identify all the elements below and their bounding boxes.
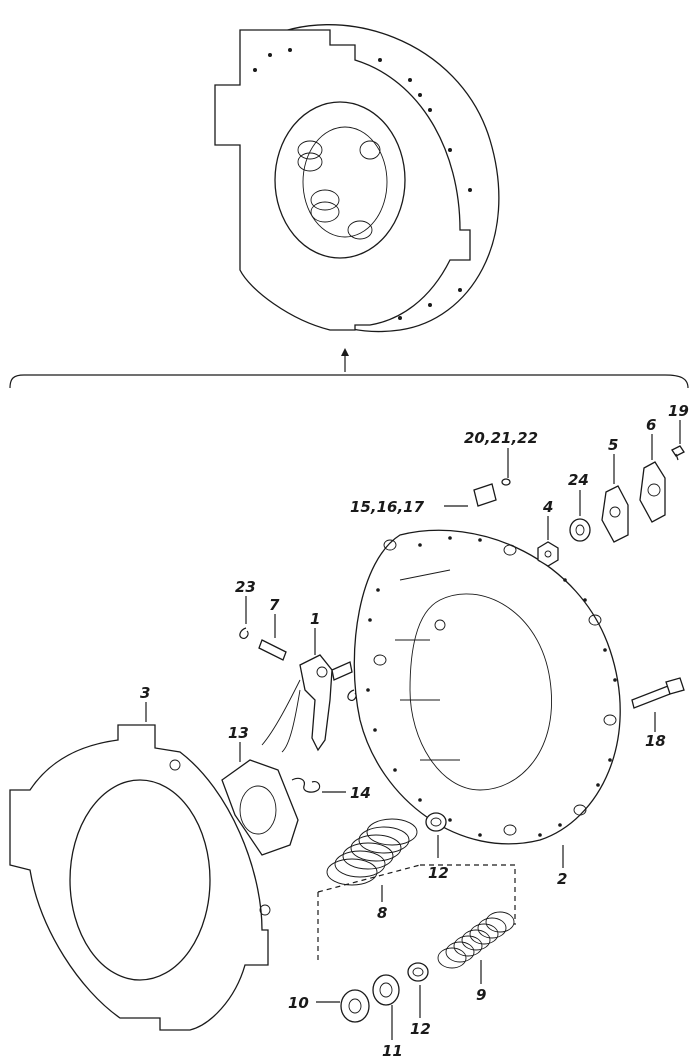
callout-labels: 1 7 23 3 13 14 8 12 2 9 10 11 12 4 24 5 …	[140, 402, 689, 1060]
part-18-bolt	[631, 677, 685, 709]
callout-18: 18	[645, 732, 666, 750]
callout-12-upper: 12	[428, 864, 449, 882]
callout-2: 2	[557, 870, 567, 888]
part-2-pressure-plate	[353, 529, 621, 845]
callout-11: 11	[382, 1042, 403, 1060]
part-12-seat	[407, 812, 447, 982]
part-24-washer	[569, 518, 591, 542]
callout-20-21-22: 20,21,22	[464, 429, 538, 447]
part-19-screw	[671, 445, 685, 461]
part-3-cover-plate	[9, 724, 271, 1031]
part-20-screw	[501, 478, 511, 486]
leader-lines	[145, 420, 681, 1040]
part-23-clip	[239, 627, 357, 701]
callout-5: 5	[608, 436, 618, 454]
callout-10: 10	[288, 994, 309, 1012]
callout-7: 7	[269, 596, 280, 614]
part-4-nut	[537, 541, 559, 567]
callout-23: 23	[235, 578, 256, 596]
assembly-bracket	[9, 348, 689, 389]
spring-kit-outline	[317, 864, 516, 960]
part-1-release-lever	[261, 654, 353, 753]
callout-8: 8	[377, 904, 387, 922]
part-14-spring	[291, 777, 321, 793]
callout-6: 6	[646, 416, 656, 434]
part-5-bracket	[601, 485, 629, 543]
part-9-spring	[437, 911, 515, 969]
part-7-pin	[258, 639, 287, 661]
callout-3: 3	[140, 684, 150, 702]
part-8-spring	[326, 818, 418, 886]
callout-13: 13	[228, 724, 249, 742]
part-13-bracket	[221, 759, 299, 856]
callout-19: 19	[668, 402, 689, 420]
assembled-clutch	[214, 24, 500, 333]
part-6-bracket	[639, 461, 666, 523]
callout-4: 4	[542, 498, 553, 516]
part-11-washer	[372, 974, 400, 1006]
callout-12-lower: 12	[410, 1020, 431, 1038]
part-15-plate	[473, 483, 497, 507]
callout-1: 1	[310, 610, 320, 628]
part-10-washer	[340, 989, 370, 1023]
callout-9: 9	[476, 986, 486, 1004]
callout-14: 14	[350, 784, 371, 802]
callout-15-16-17: 15,16,17	[350, 498, 425, 516]
callout-24: 24	[568, 471, 589, 489]
